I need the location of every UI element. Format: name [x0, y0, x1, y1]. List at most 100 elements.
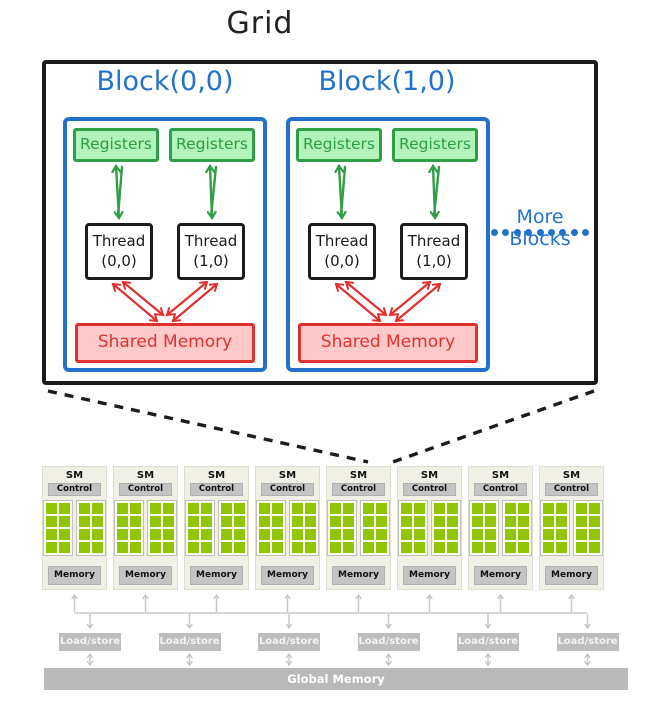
more-blocks-dotted-line: [491, 229, 589, 236]
core: [259, 542, 270, 553]
core: [343, 503, 354, 514]
dot: [570, 229, 578, 236]
core: [505, 516, 516, 527]
core: [447, 503, 458, 514]
sm-title: SM: [65, 470, 84, 481]
core: [92, 516, 103, 527]
core: [414, 516, 425, 527]
core-group: [502, 500, 532, 556]
core: [201, 503, 212, 514]
core: [401, 516, 412, 527]
control-bar: Control: [403, 483, 456, 496]
core-grid: [256, 500, 319, 556]
core: [259, 529, 270, 540]
core: [363, 529, 374, 540]
core-grid: [43, 500, 106, 556]
core-group: [147, 500, 177, 556]
core: [234, 503, 245, 514]
core: [46, 529, 57, 540]
dot: [547, 229, 555, 236]
core: [163, 503, 174, 514]
control-bar: Control: [474, 483, 527, 496]
core: [589, 503, 600, 514]
core-group: [398, 500, 428, 556]
core: [376, 529, 387, 540]
thread-name: Thread: [184, 232, 238, 250]
dot: [582, 229, 589, 236]
core-grid: [469, 500, 532, 556]
core: [79, 516, 90, 527]
shared-memory-box: Shared Memory: [75, 323, 255, 363]
thread-index: (0,0): [324, 251, 360, 270]
block-0: Registers Registers Thread (0,0) Thread …: [63, 117, 267, 372]
core-group: [256, 500, 286, 556]
core: [150, 542, 161, 553]
sm-title: SM: [136, 470, 155, 481]
thread-name: Thread: [407, 232, 461, 250]
core: [330, 529, 341, 540]
core-group: [431, 500, 461, 556]
core-grid: [398, 500, 461, 556]
core: [46, 542, 57, 553]
core: [201, 542, 212, 553]
core-grid: [327, 500, 390, 556]
sm-title: SM: [491, 470, 510, 481]
core: [589, 542, 600, 553]
core: [272, 542, 283, 553]
grid-title: Grid: [226, 6, 294, 41]
control-bar: Control: [119, 483, 172, 496]
core: [59, 516, 70, 527]
core-grid: [540, 500, 603, 556]
core: [188, 516, 199, 527]
control-bar: Control: [48, 483, 101, 496]
core: [363, 503, 374, 514]
dot: [536, 229, 544, 236]
core: [292, 542, 303, 553]
core: [543, 529, 554, 540]
core: [414, 542, 425, 553]
sm-memory-bar: Memory: [48, 566, 101, 585]
registers-box: Registers: [169, 128, 255, 162]
thread-box: Thread (0,0): [308, 223, 376, 280]
core: [343, 542, 354, 553]
core: [79, 542, 90, 553]
sm-title: SM: [420, 470, 439, 481]
sm-memory-bar: Memory: [474, 566, 527, 585]
core: [576, 516, 587, 527]
control-bar: Control: [261, 483, 314, 496]
core: [485, 542, 496, 553]
core: [472, 516, 483, 527]
core: [434, 516, 445, 527]
core: [485, 529, 496, 540]
core: [363, 516, 374, 527]
more-blocks-label: More Blocks: [509, 206, 571, 250]
shared-memory-box: Shared Memory: [298, 323, 478, 363]
core: [447, 529, 458, 540]
core: [163, 516, 174, 527]
core: [221, 503, 232, 514]
register-thread-arrows: [339, 166, 441, 218]
control-bar: Control: [190, 483, 243, 496]
core-group: [185, 500, 215, 556]
core-group: [573, 500, 603, 556]
thread-box: Thread (1,0): [400, 223, 468, 280]
core: [543, 516, 554, 527]
core: [376, 542, 387, 553]
funnel-dashed-line-right: [389, 389, 595, 465]
core: [234, 542, 245, 553]
core: [272, 503, 283, 514]
core: [59, 542, 70, 553]
core: [518, 529, 529, 540]
core: [343, 529, 354, 540]
core: [518, 516, 529, 527]
core: [518, 542, 529, 553]
core: [150, 503, 161, 514]
core: [130, 542, 141, 553]
sm-memory-bar: Memory: [261, 566, 314, 585]
core: [447, 542, 458, 553]
core: [92, 542, 103, 553]
control-bar: Control: [545, 483, 598, 496]
core: [188, 542, 199, 553]
